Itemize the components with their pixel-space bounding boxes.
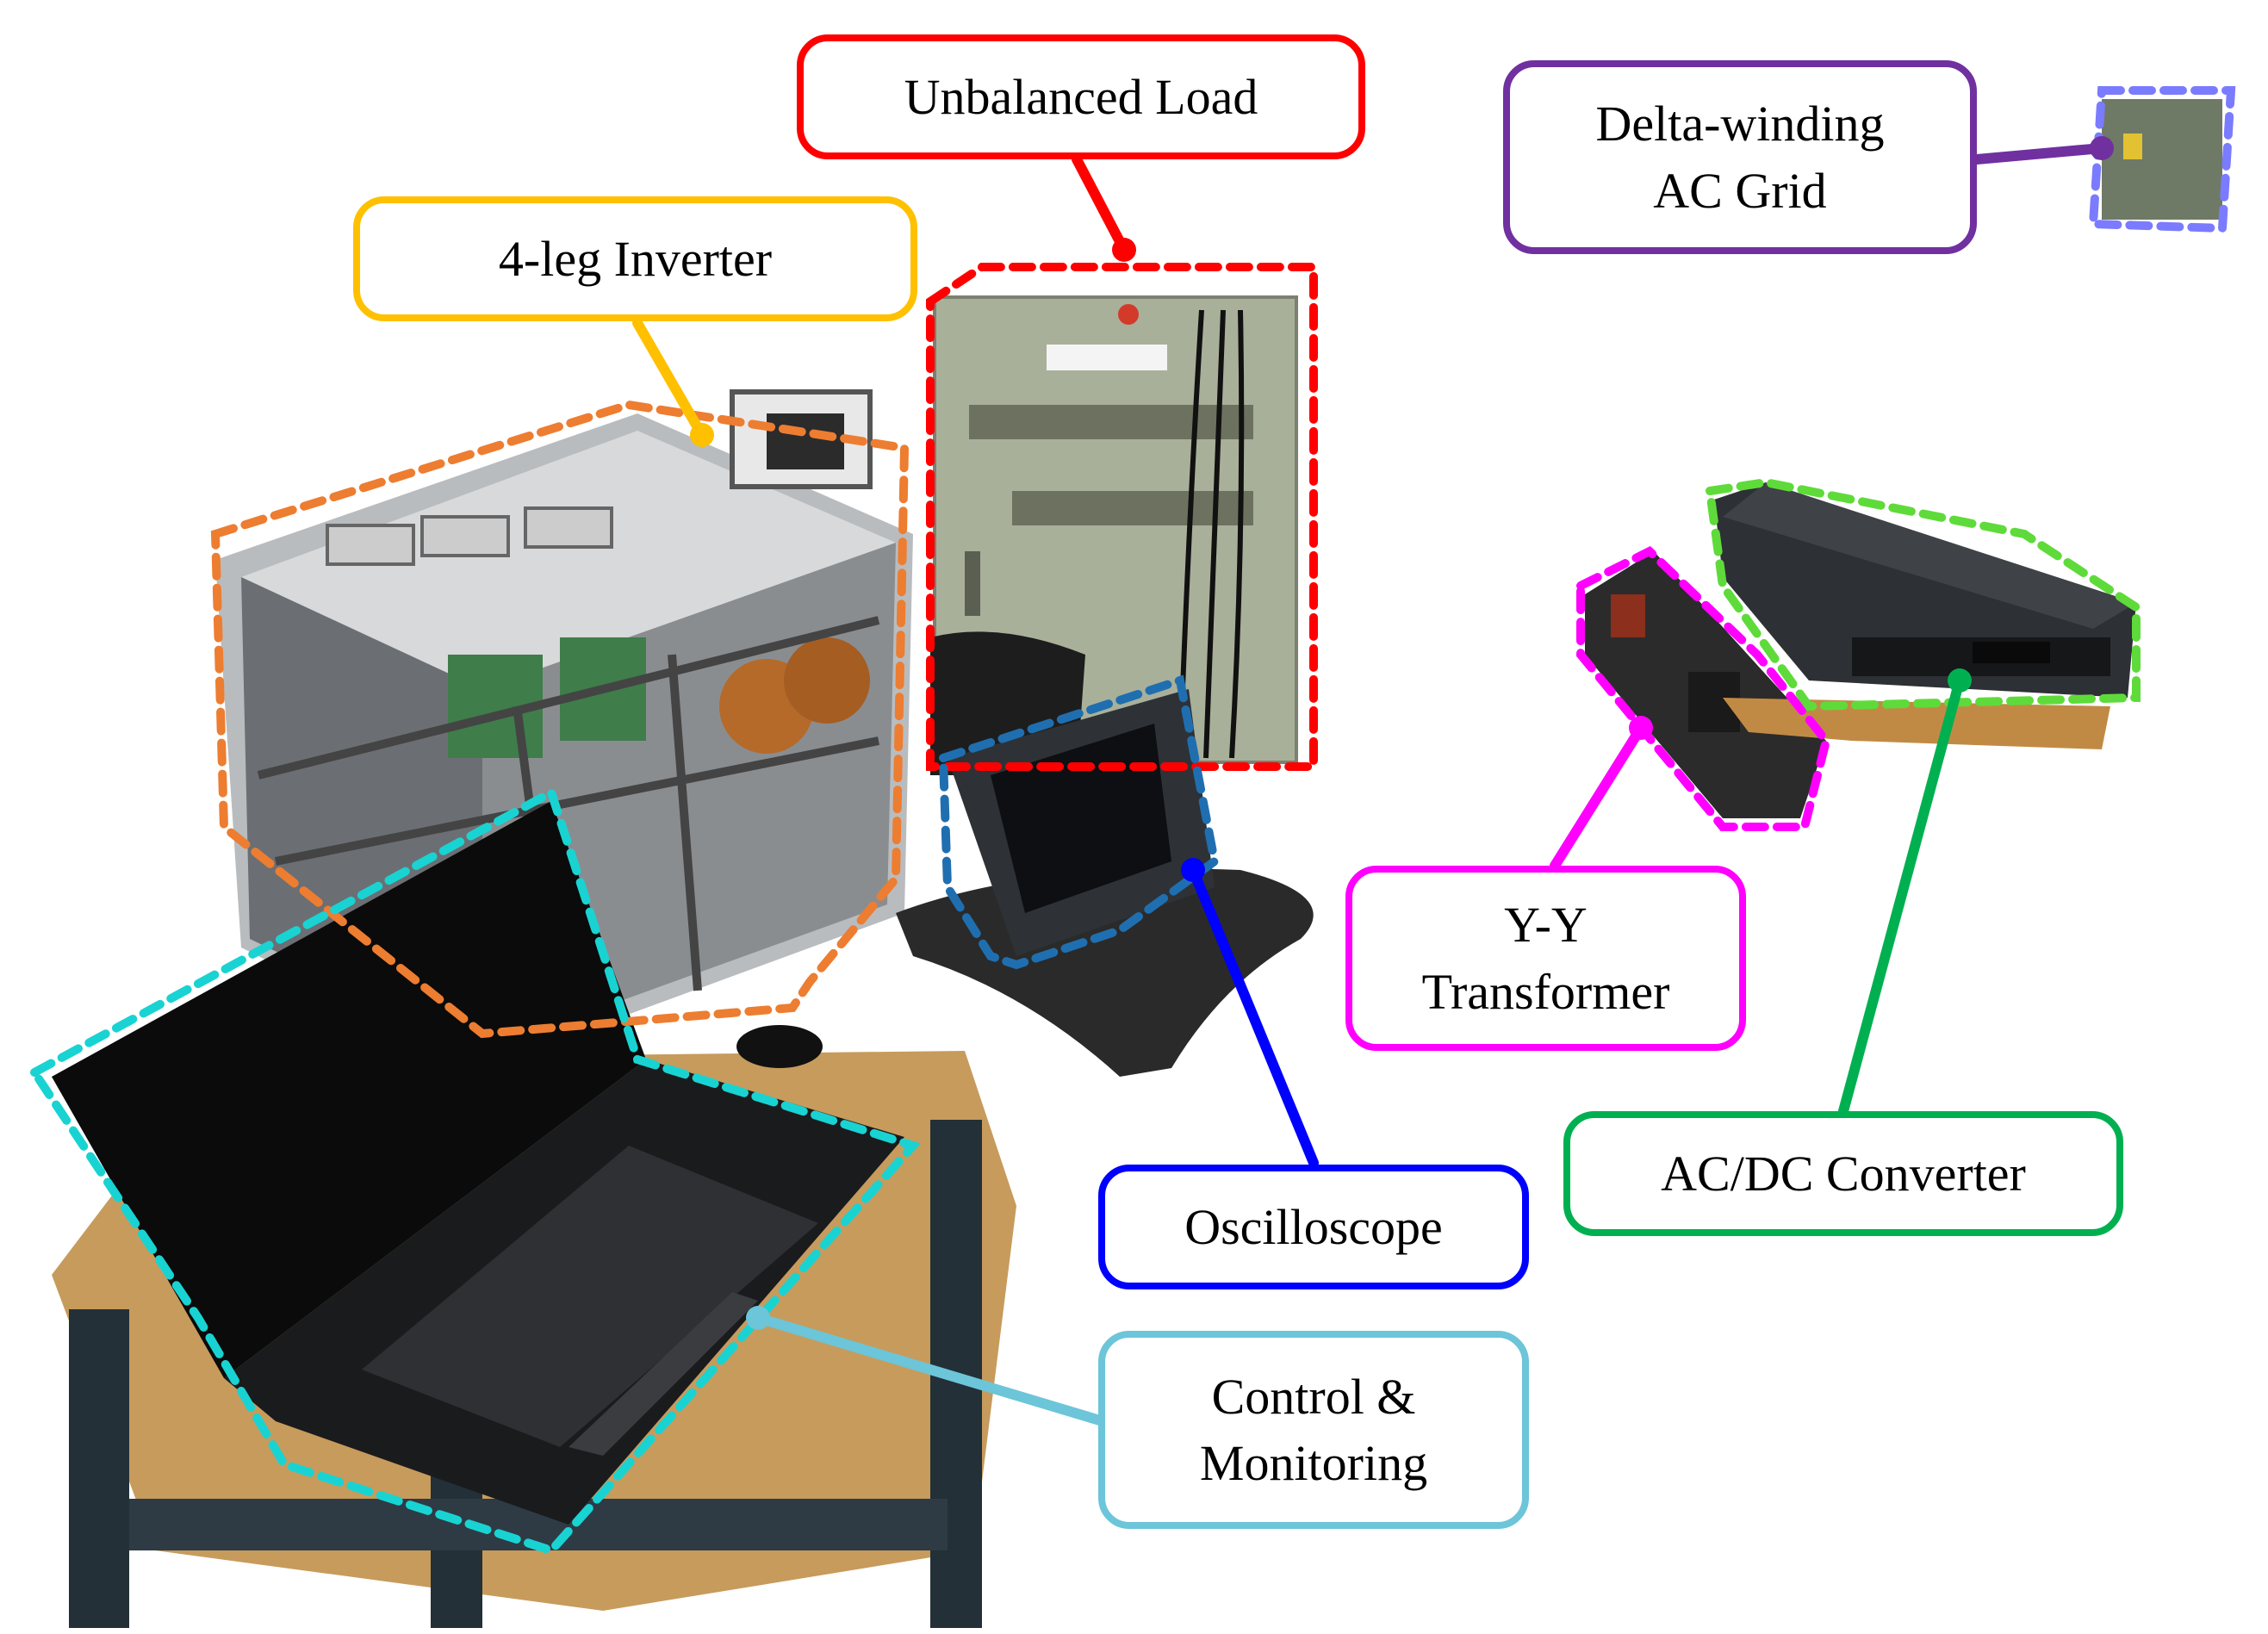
control-leader-dot (746, 1306, 770, 1330)
label-transformer-line1: Y-Y (1504, 897, 1588, 954)
label-unbalanced-load-text: Unbalanced Load (904, 68, 1258, 125)
load-leader-dot (1112, 238, 1136, 262)
label-delta-winding-ac-grid: Delta-winding AC Grid (1503, 60, 1977, 254)
converter-outline (1705, 477, 2141, 711)
label-grid-line1: Delta-winding (1595, 96, 1885, 152)
label-control-line1: Control & (1211, 1368, 1416, 1425)
inverter-leader-dot (690, 423, 714, 447)
grid-outline (2088, 86, 2236, 233)
grid-leader-dot (2090, 136, 2114, 160)
label-control-line2: Monitoring (1199, 1435, 1428, 1491)
converter-leader-dot (1948, 668, 1972, 693)
leader-lines (632, 136, 2114, 1426)
label-grid-line2: AC Grid (1653, 162, 1827, 219)
load-leader (1072, 154, 1129, 255)
grid-leader (1972, 143, 2107, 165)
oscilloscope-outline (938, 674, 1220, 970)
converter-leader (1838, 675, 1965, 1116)
label-4-leg-inverter: 4-leg Inverter (353, 196, 917, 321)
label-control-and-monitoring: Control & Monitoring (1098, 1331, 1529, 1529)
label-ac-dc-converter: AC/DC Converter (1563, 1111, 2123, 1236)
inverter-leader (632, 318, 707, 440)
label-transformer-line2: Transformer (1421, 963, 1670, 1020)
oscilloscope-leader-dot (1181, 858, 1205, 882)
label-4-leg-inverter-text: 4-leg Inverter (498, 230, 773, 287)
control-leader (753, 1313, 1108, 1426)
transformer-leader (1550, 723, 1646, 871)
outlines (28, 86, 2236, 1556)
converter-device (1714, 482, 2136, 749)
oscilloscope-leader (1188, 865, 1319, 1168)
oscilloscope-device (948, 689, 1215, 956)
load-outline (926, 263, 1318, 771)
control-outline (28, 786, 921, 1556)
grid-panel (2102, 99, 2222, 220)
inverter-outline (210, 400, 910, 1039)
label-ac-dc-converter-text: AC/DC Converter (1661, 1145, 2026, 1202)
label-oscilloscope-text: Oscilloscope (1184, 1198, 1443, 1255)
label-unbalanced-load: Unbalanced Load (797, 34, 1365, 159)
label-oscilloscope: Oscilloscope (1098, 1165, 1529, 1289)
transformer-outline (1576, 545, 1831, 831)
label-y-y-transformer: Y-Y Transformer (1345, 866, 1746, 1051)
transformer-leader-dot (1629, 716, 1653, 740)
table-and-laptop (52, 801, 1016, 1628)
